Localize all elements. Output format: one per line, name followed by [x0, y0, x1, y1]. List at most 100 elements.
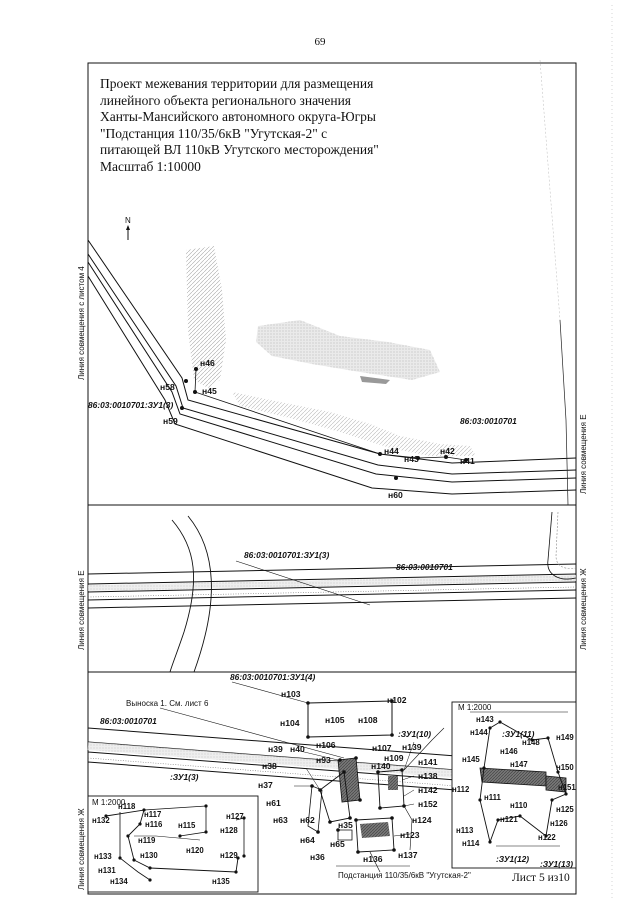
- cadastral-label: 86:03:0010701: [100, 716, 157, 726]
- point-label: н145: [462, 755, 480, 764]
- cadastral-label: :ЗУ1(12): [496, 854, 529, 864]
- point-label: н113: [456, 826, 474, 835]
- cadastral-label: 86:03:0010701:ЗУ1(3): [88, 400, 173, 410]
- point-label: н151: [558, 783, 576, 792]
- point-label: н127: [226, 812, 244, 821]
- point-label: н46: [200, 358, 215, 368]
- point-label: н138: [418, 771, 438, 781]
- terrain-area: [232, 392, 476, 456]
- point-label: н147: [510, 760, 528, 769]
- cadastral-label: :ЗУ1(11): [502, 729, 535, 739]
- point-label: н140: [371, 761, 391, 771]
- top-map: н46 н45 н58 н59 н44 н43 н42 н41 н60 86:0…: [87, 59, 577, 506]
- bottom-map: н103 н102 н104 н105 н108 н106 н107 :ЗУ1(…: [87, 672, 471, 880]
- map-title: Проект межевания территории для размещен…: [100, 76, 500, 175]
- terrain-area: [360, 376, 390, 384]
- page-number: 69: [314, 36, 326, 48]
- cadastral-label: 86:03:0010701: [396, 562, 453, 572]
- point-label: н126: [550, 819, 568, 828]
- point-label: н43: [404, 454, 419, 464]
- alignment-label: Линия совмещения с листом 4: [77, 266, 86, 380]
- sheet-number: Лист 5 из10: [512, 872, 570, 884]
- point-label: н148: [522, 738, 540, 747]
- point-label: н125: [556, 805, 574, 814]
- point-label: н35: [338, 820, 353, 830]
- inset-scale: М 1:2000: [458, 703, 492, 712]
- point-label: н39: [268, 744, 283, 754]
- road-edge: [87, 261, 577, 483]
- road-edge: [87, 239, 577, 464]
- cadastral-label: 86:03:0010701:ЗУ1(4): [230, 672, 315, 682]
- boundary-line: [194, 368, 467, 461]
- boundary-line: [539, 59, 561, 321]
- point-label: н62: [300, 815, 315, 825]
- point-label: н134: [110, 877, 128, 886]
- point-label: н93: [316, 755, 331, 765]
- alignment-label: Линия совмещения Ж: [579, 568, 588, 650]
- cadastral-label: :ЗУ1(10): [398, 729, 431, 739]
- point-label: н121: [500, 815, 518, 824]
- point-label: н141: [418, 757, 438, 767]
- point-label: н112: [452, 785, 470, 794]
- point-label: н58: [160, 382, 175, 392]
- inset-left: М 1:2000 н118 н117 н132 н116 н115 н127 н…: [87, 795, 259, 893]
- point-label: н41: [460, 456, 475, 466]
- point-label: н128: [220, 826, 238, 835]
- point-label: н133: [94, 852, 112, 861]
- terrain-area: [256, 320, 440, 380]
- point-label: н106: [316, 740, 336, 750]
- point-label: н38: [262, 761, 277, 771]
- point-label: н36: [310, 852, 325, 862]
- point-label: н42: [440, 446, 455, 456]
- point-label: н131: [98, 866, 116, 875]
- point-label: н109: [384, 753, 404, 763]
- point-label: н152: [418, 799, 438, 809]
- middle-map: 86:03:0010701:ЗУ1(3) 86:03:0010701: [87, 511, 577, 673]
- point-label: н129: [220, 851, 238, 860]
- point-label: н135: [212, 877, 230, 886]
- point-label: н118: [118, 802, 136, 811]
- point-label: н114: [462, 839, 480, 848]
- point-label: н104: [280, 718, 300, 728]
- point-label: н105: [325, 715, 345, 725]
- point-label: н117: [144, 810, 161, 819]
- point-label: н130: [140, 851, 158, 860]
- point-label: н146: [500, 747, 518, 756]
- point-label: н115: [178, 821, 196, 830]
- terrain-area: [186, 246, 226, 388]
- north-arrow-icon: N: [125, 216, 131, 240]
- cadastral-label: :ЗУ1(13): [540, 859, 573, 869]
- alignment-label: Линия совмещения Е: [77, 570, 86, 650]
- point-label: н142: [418, 785, 438, 795]
- point-label: н61: [266, 798, 281, 808]
- title-line: "Подстанция 110/35/6кВ "Угутская-2" с: [100, 125, 328, 141]
- point-label: н139: [402, 742, 422, 752]
- inset-callout: Выноска 1. См. лист 6: [126, 699, 209, 708]
- point-label: н119: [138, 836, 156, 845]
- point-label: н103: [281, 689, 301, 699]
- point-label: н59: [163, 416, 178, 426]
- point-label: н149: [556, 733, 574, 742]
- point-label: н37: [258, 780, 273, 790]
- north-arrow-letter: N: [125, 216, 131, 225]
- point-label: н144: [470, 728, 488, 737]
- point-label: н108: [358, 715, 378, 725]
- title-line: Ханты-Мансийского автономного округа-Югр…: [100, 109, 376, 124]
- point-label: н150: [556, 763, 574, 772]
- point-label: н123: [400, 830, 420, 840]
- point-label: н110: [510, 801, 528, 810]
- point-label: н64: [300, 835, 315, 845]
- boundary-line: [559, 319, 569, 506]
- point-label: н102: [387, 695, 407, 705]
- alignment-label: Линия совмещения Е: [579, 414, 588, 494]
- cadastral-label: 86:03:0010701: [460, 416, 517, 426]
- point-label: н65: [330, 839, 345, 849]
- road-edge: [87, 275, 577, 495]
- title-line: питающей ВЛ 110кВ Угутского месторождени…: [100, 142, 379, 157]
- point-label: н111: [484, 793, 502, 802]
- point-label: н137: [398, 850, 418, 860]
- cadastral-label: :ЗУ1(3): [170, 772, 199, 782]
- point-label: н132: [92, 816, 110, 825]
- point-label: н143: [476, 715, 494, 724]
